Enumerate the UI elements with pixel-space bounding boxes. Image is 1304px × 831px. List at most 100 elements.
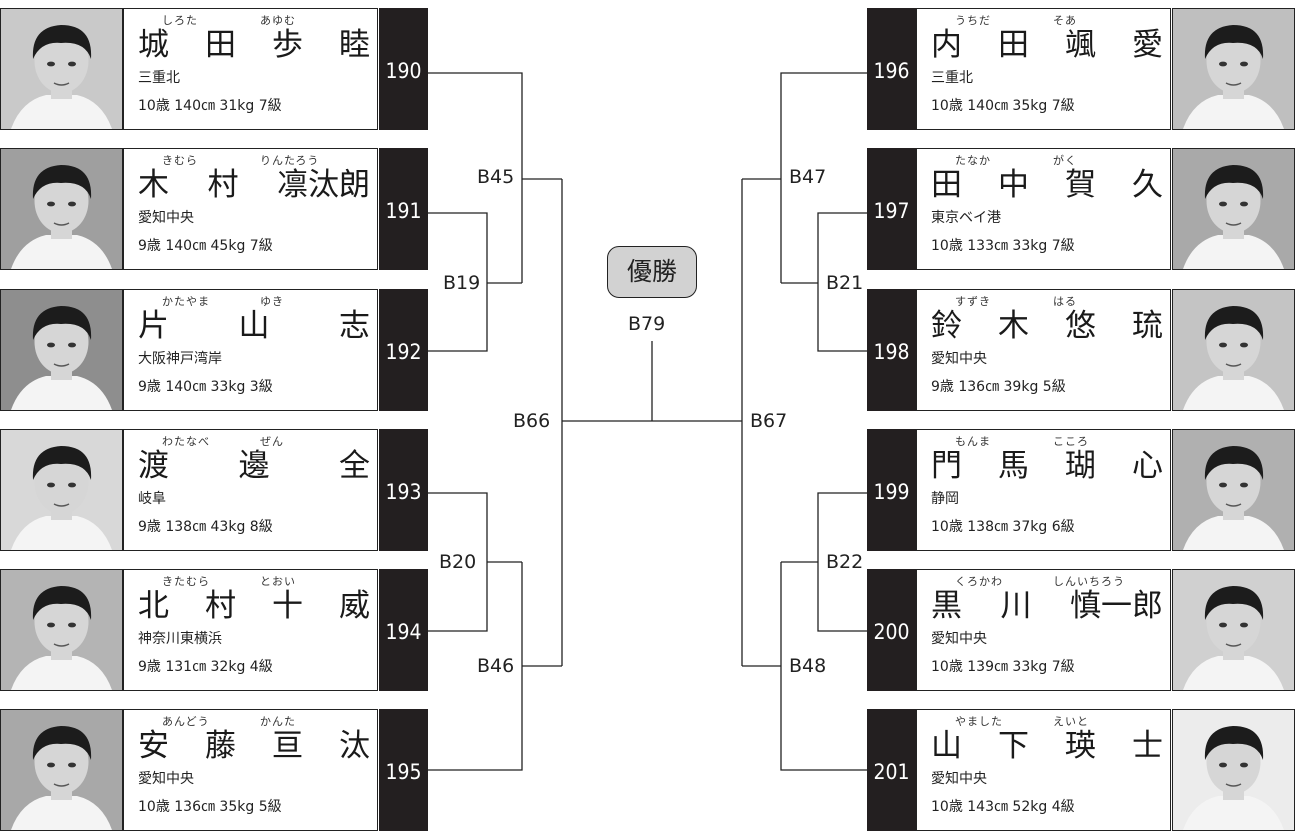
competitor-stats: 9歳 131㎝ 32kg 4級 — [138, 659, 273, 675]
competitor-name: 山下瑛士 — [931, 726, 1163, 766]
entry-number-text: 192 — [385, 340, 422, 364]
entry-number: 190 — [379, 8, 428, 130]
furigana-given: こころ — [1053, 435, 1089, 448]
competitor-stats: 10歳 136㎝ 35kg 5級 — [138, 799, 282, 815]
entry-number: 198 — [867, 289, 916, 411]
name-char: 瑚 — [1065, 448, 1096, 484]
competitor-photo — [1172, 8, 1295, 130]
furigana-family: きむら — [162, 154, 198, 167]
competitor-stats: 10歳 140㎝ 31kg 7級 — [138, 98, 282, 114]
match-label-b79: B79 — [626, 313, 668, 335]
furigana-family: やました — [955, 715, 1003, 728]
match-label-b67: B67 — [748, 410, 790, 432]
name-char: 歩 — [272, 27, 303, 63]
portrait-image — [1173, 430, 1294, 550]
dojo-name: 愛知中央 — [138, 771, 194, 787]
name-char: 村 — [205, 588, 236, 624]
competitor-name: 鈴木悠琉 — [931, 306, 1163, 346]
name-char: 藤 — [205, 728, 236, 764]
name-char: 亘 — [272, 728, 303, 764]
entry-number: 192 — [379, 289, 428, 411]
furigana-family: もんま — [955, 435, 991, 448]
name-char: 睦 — [339, 27, 370, 63]
name-char: 凛汰朗 — [277, 167, 370, 203]
entry-number: 199 — [867, 429, 916, 551]
entry-number: 193 — [379, 429, 428, 551]
match-label-b46: B46 — [475, 655, 517, 677]
match-label-b19: B19 — [441, 272, 483, 294]
competitor-card-192: かたやま ゆき 片山志 大阪神戸湾岸 9歳 140㎝ 33kg 3級 192 — [0, 289, 428, 411]
entry-number-text: 191 — [385, 199, 422, 223]
furigana-family: かたやま — [162, 295, 210, 308]
competitor-name: 門馬瑚心 — [931, 446, 1163, 486]
competitor-info: やました えいと 山下瑛士 愛知中央 10歳 143㎝ 52kg 4級 — [916, 709, 1171, 831]
furigana-family: わたなべ — [162, 435, 210, 448]
dojo-name: 神奈川東横浜 — [138, 631, 222, 647]
competitor-photo — [0, 429, 123, 551]
competitor-card-197: たなか がく 田中賀久 東京ベイ港 10歳 133㎝ 33kg 7級 197 — [867, 148, 1295, 270]
portrait-image — [1173, 9, 1294, 129]
name-char: 汰 — [339, 728, 370, 764]
portrait-image — [1173, 290, 1294, 410]
competitor-info: しろた あゆむ 城田歩睦 三重北 10歳 140㎝ 31kg 7級 — [123, 8, 378, 130]
competitor-info: くろかわ しんいちろう 黒川慎一郎 愛知中央 10歳 139㎝ 33kg 7級 — [916, 569, 1171, 691]
name-char: 十 — [272, 588, 303, 624]
competitor-photo — [1172, 148, 1295, 270]
competitor-name: 田中賀久 — [931, 165, 1163, 205]
competitor-photo — [0, 709, 123, 831]
competitor-name: 木村凛汰朗 — [138, 165, 370, 205]
name-furigana: うちだ そあ — [917, 12, 1165, 28]
competitor-stats: 10歳 140㎝ 35kg 7級 — [931, 98, 1075, 114]
competitor-stats: 10歳 138㎝ 37kg 6級 — [931, 519, 1075, 535]
name-char: 久 — [1132, 167, 1163, 203]
competitor-card-195: あんどう かんた 安藤亘汰 愛知中央 10歳 136㎝ 35kg 5級 195 — [0, 709, 428, 831]
entry-number: 194 — [379, 569, 428, 691]
entry-number-text: 190 — [385, 59, 422, 83]
competitor-name: 渡邊全 — [138, 446, 370, 486]
portrait-image — [1, 570, 122, 690]
furigana-family: しろた — [162, 14, 198, 27]
furigana-family: くろかわ — [955, 575, 1003, 588]
portrait-image — [1, 9, 122, 129]
competitor-card-199: もんま こころ 門馬瑚心 静岡 10歳 138㎝ 37kg 6級 199 — [867, 429, 1295, 551]
competitor-stats: 9歳 140㎝ 45kg 7級 — [138, 238, 273, 254]
furigana-given: がく — [1053, 154, 1077, 167]
name-furigana: かたやま ゆき — [124, 293, 372, 309]
dojo-name: 大阪神戸湾岸 — [138, 351, 222, 367]
name-furigana: きたむら とおい — [124, 573, 372, 589]
dojo-name: 愛知中央 — [931, 771, 987, 787]
furigana-given: あゆむ — [260, 14, 296, 27]
competitor-info: わたなべ ぜん 渡邊全 岐阜 9歳 138㎝ 43kg 8級 — [123, 429, 378, 551]
competitor-photo — [1172, 429, 1295, 551]
competitor-photo — [1172, 709, 1295, 831]
name-char: 士 — [1132, 728, 1163, 764]
portrait-image — [1, 149, 122, 269]
furigana-given: しんいちろう — [1053, 575, 1125, 588]
name-char: 北 — [138, 588, 169, 624]
furigana-given: えいと — [1053, 715, 1089, 728]
competitor-stats: 9歳 138㎝ 43kg 8級 — [138, 519, 273, 535]
name-char: 悠 — [1065, 308, 1096, 344]
name-char: 木 — [138, 167, 169, 203]
portrait-image — [1173, 149, 1294, 269]
name-furigana: くろかわ しんいちろう — [917, 573, 1165, 589]
championship-badge: 優勝 — [607, 246, 697, 298]
name-char: 邊 — [238, 448, 270, 484]
competitor-photo — [0, 148, 123, 270]
furigana-given: りんたろう — [260, 154, 320, 167]
competitor-card-190: しろた あゆむ 城田歩睦 三重北 10歳 140㎝ 31kg 7級 190 — [0, 8, 428, 130]
furigana-family: すずき — [955, 295, 991, 308]
competitor-info: もんま こころ 門馬瑚心 静岡 10歳 138㎝ 37kg 6級 — [916, 429, 1171, 551]
competitor-name: 北村十威 — [138, 586, 370, 626]
competitor-photo — [1172, 289, 1295, 411]
name-char: 下 — [998, 728, 1029, 764]
name-char: 全 — [339, 448, 370, 484]
entry-number-text: 195 — [385, 760, 422, 784]
entry-number-text: 193 — [385, 480, 422, 504]
name-char: 川 — [1000, 588, 1032, 624]
portrait-image — [1173, 710, 1294, 830]
portrait-image — [1, 430, 122, 550]
competitor-photo — [0, 569, 123, 691]
name-furigana: わたなべ ぜん — [124, 433, 372, 449]
